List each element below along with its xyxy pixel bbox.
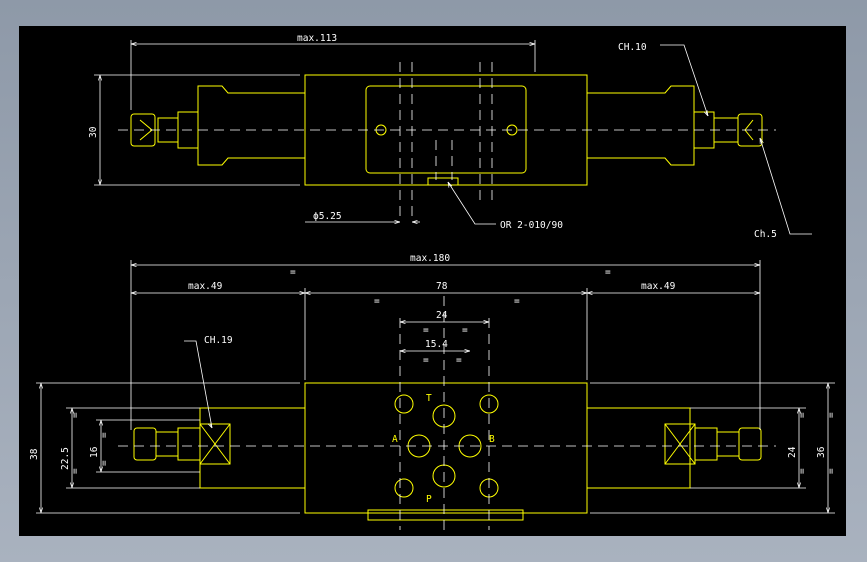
top-chamfer-label: CH.10 [618, 42, 647, 53]
equal-sign: = [70, 468, 81, 474]
front-left-nut [177, 427, 201, 461]
top-pin-diameter-label: ϕ5.25 [313, 211, 342, 222]
top-left-solenoid [197, 85, 305, 166]
front-right-end-cap [738, 427, 762, 461]
front-height-inner-left: 16 [89, 446, 100, 458]
equal-sign: = [456, 355, 462, 366]
front-right-solenoid [587, 407, 691, 489]
front-port-offset-label: 15.4 [425, 339, 448, 350]
mount-hole-bl [394, 478, 414, 498]
front-left-solenoid [199, 407, 305, 489]
top-height-label: 30 [88, 126, 99, 138]
front-right-extension-label: max.49 [641, 281, 676, 292]
top-inner-plate [365, 85, 527, 174]
top-chamfer-side-label: Ch.5 [754, 229, 777, 240]
port-T-label: T [426, 393, 432, 404]
equal-sign: = [462, 325, 468, 336]
front-height-mid-left: 22.5 [60, 447, 71, 470]
equal-sign: = [423, 355, 429, 366]
equal-sign: = [423, 325, 429, 336]
equal-sign: = [797, 412, 808, 418]
front-valve-body [304, 382, 588, 514]
port-A-label: A [392, 434, 398, 445]
front-view [133, 382, 762, 521]
front-chamfer-label: CH.19 [204, 335, 233, 346]
front-height-outer-right: 36 [816, 446, 827, 458]
top-dimensions [94, 40, 812, 235]
top-hidden-lines [118, 62, 776, 222]
front-right-knob [716, 431, 740, 457]
equal-sign: = [605, 267, 611, 278]
port-P-label: P [426, 494, 432, 505]
front-left-end-cap [133, 427, 157, 461]
front-center-lines [118, 296, 776, 530]
front-left-knob [155, 431, 179, 457]
front-port-spacing-label: 24 [436, 310, 448, 321]
front-dimensions [36, 260, 835, 514]
equal-sign: = [826, 468, 837, 474]
top-right-solenoid [587, 85, 695, 166]
equal-sign: = [514, 296, 520, 307]
equal-sign: = [826, 412, 837, 418]
mount-hole-tr [479, 394, 499, 414]
port-B-label: B [489, 434, 495, 445]
equal-sign: = [374, 296, 380, 307]
front-height-outer-left: 38 [29, 448, 40, 460]
top-max-length-label: max.113 [297, 33, 337, 44]
front-overall-length-label: max.180 [410, 253, 450, 264]
front-left-extension-label: max.49 [188, 281, 223, 292]
equal-sign: = [70, 412, 81, 418]
front-right-nut [694, 427, 718, 461]
equal-sign: = [99, 432, 110, 438]
equal-sign: = [290, 267, 296, 278]
front-subplate [367, 509, 524, 521]
equal-sign: = [797, 468, 808, 474]
equal-sign: = [99, 460, 110, 466]
front-body-length-label: 78 [436, 281, 448, 292]
front-height-inner-right: 24 [787, 446, 798, 458]
top-oring-label: OR 2-010/90 [500, 220, 563, 231]
mount-hole-tl [394, 394, 414, 414]
